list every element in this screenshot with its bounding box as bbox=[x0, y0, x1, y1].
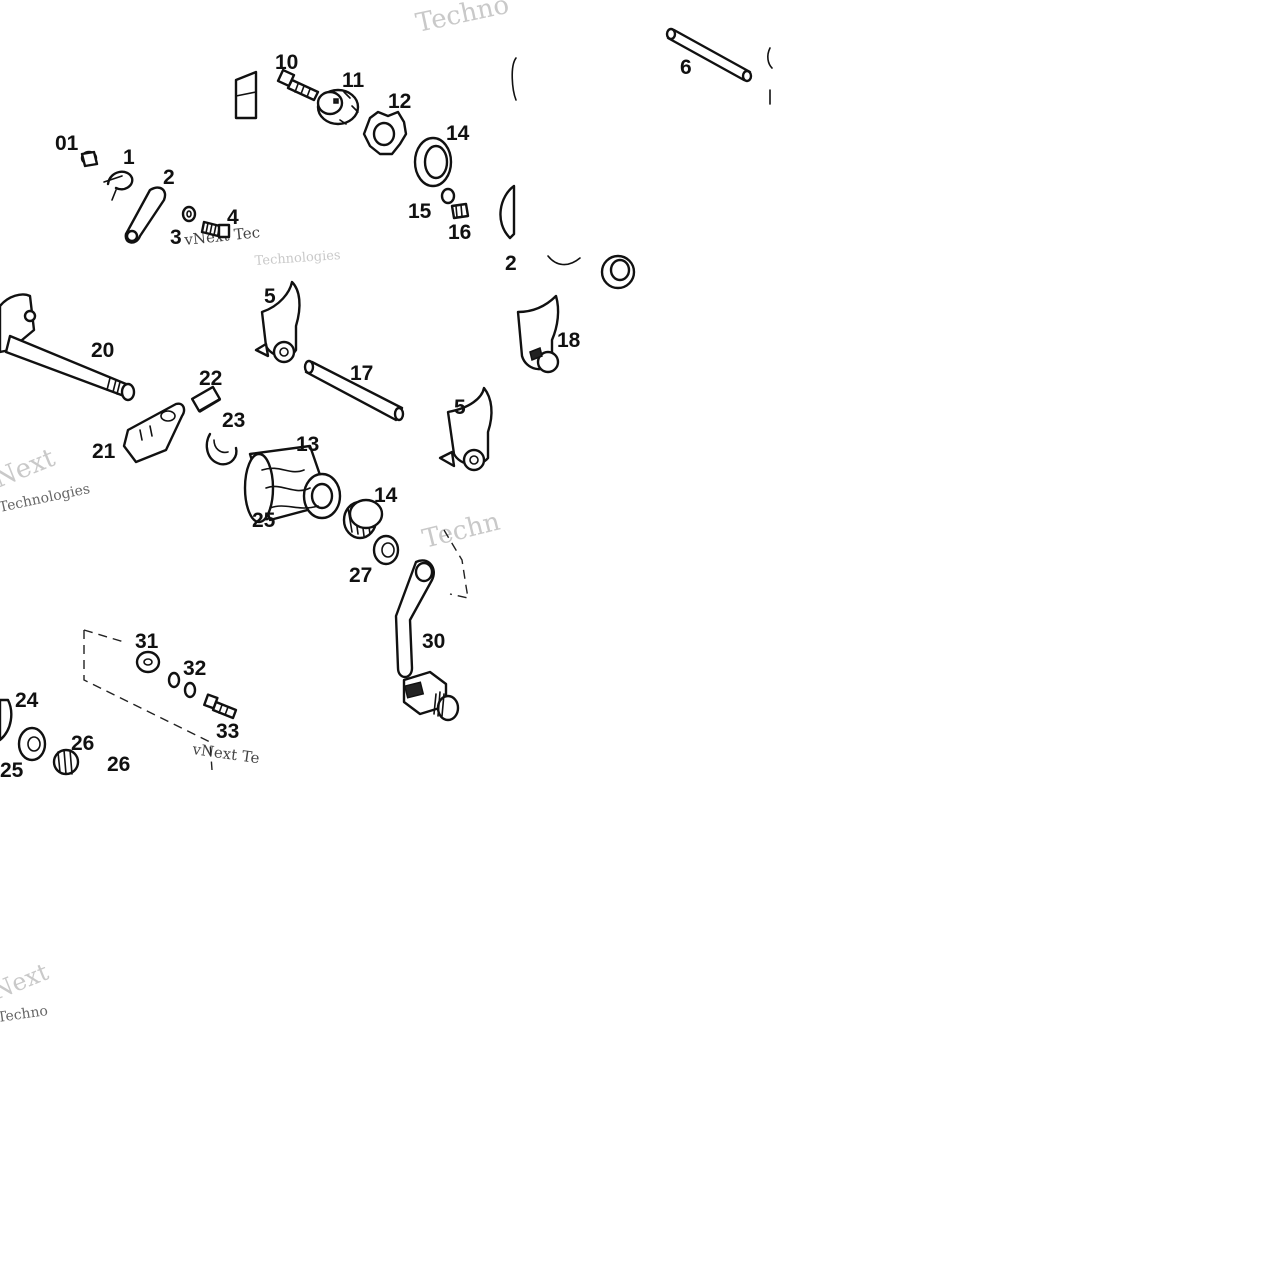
watermark-text: Next bbox=[0, 443, 60, 495]
callout-30: 30 bbox=[422, 630, 445, 653]
part-31-washer bbox=[135, 650, 161, 674]
part-33-bolt bbox=[203, 693, 238, 720]
guide-line-lever bbox=[443, 529, 469, 599]
callout-26-right: 26 bbox=[107, 753, 130, 776]
part-15-washer bbox=[440, 187, 456, 205]
watermark-text: Techn bbox=[419, 507, 503, 555]
part-5-shift-fork-lower bbox=[438, 386, 493, 472]
part-32-rings bbox=[167, 671, 197, 699]
part-22-spring bbox=[190, 385, 222, 413]
watermark-text: Next bbox=[0, 958, 53, 1006]
callout-27: 27 bbox=[349, 564, 372, 587]
callout-5-upper: 5 bbox=[264, 285, 276, 308]
part-26-needle-bearing bbox=[52, 748, 80, 776]
callout-3: 3 bbox=[170, 226, 182, 249]
part-21-plate bbox=[122, 402, 186, 464]
part-16-screw bbox=[450, 202, 470, 220]
part-24-cover bbox=[0, 698, 47, 762]
callout-21: 21 bbox=[92, 440, 116, 463]
guide-line-bracket bbox=[83, 630, 213, 771]
callout-labels: 01 1 2 3 4 10 11 12 14 15 16 6 2 5 18 20… bbox=[0, 51, 692, 782]
callout-13: 13 bbox=[296, 433, 319, 456]
guide-line-bracket-top bbox=[83, 629, 125, 643]
part-12-star-plate bbox=[362, 110, 408, 156]
callout-31: 31 bbox=[135, 630, 159, 653]
callout-01: 01 bbox=[55, 132, 79, 155]
part-01-bushing bbox=[80, 150, 99, 168]
callout-16: 16 bbox=[448, 221, 471, 244]
part-30-shift-lever bbox=[394, 559, 460, 722]
part-4-bolt bbox=[200, 220, 231, 239]
callout-32: 32 bbox=[183, 657, 206, 680]
callout-12: 12 bbox=[388, 90, 411, 113]
part-20-shift-shaft bbox=[0, 293, 136, 402]
part-10-bolt bbox=[276, 68, 320, 102]
part-14-seal-top bbox=[413, 136, 453, 188]
callout-5-lower: 5 bbox=[454, 396, 466, 419]
part-23-clip bbox=[205, 432, 238, 466]
part-1-spring bbox=[103, 170, 134, 201]
callout-15: 15 bbox=[408, 200, 432, 223]
callout-2-right: 2 bbox=[505, 252, 517, 275]
callout-33: 33 bbox=[216, 720, 239, 743]
callout-2: 2 bbox=[163, 166, 175, 189]
bracket-fragment-top bbox=[234, 70, 258, 120]
callout-10: 10 bbox=[275, 51, 298, 74]
part-3-washer bbox=[181, 205, 197, 223]
watermark-text: vNext Te bbox=[190, 740, 260, 767]
callout-26-left: 26 bbox=[71, 732, 94, 755]
callout-4: 4 bbox=[227, 206, 239, 229]
callout-25-lower: 25 bbox=[0, 759, 24, 782]
part-17-fork-rod bbox=[303, 359, 405, 422]
watermark-text: Techno bbox=[0, 1003, 49, 1026]
watermark-text: Techno bbox=[413, 0, 512, 39]
part-11-shift-drum-star bbox=[316, 88, 360, 126]
callout-23: 23 bbox=[222, 409, 245, 432]
callout-17: 17 bbox=[350, 362, 373, 385]
part-18-shift-fork bbox=[516, 294, 560, 374]
part-6-pin bbox=[665, 27, 753, 83]
part-fragment-right bbox=[499, 47, 773, 290]
callout-14-lower: 14 bbox=[374, 484, 398, 507]
part-2-lever bbox=[124, 186, 167, 244]
callout-18: 18 bbox=[557, 329, 581, 352]
watermark-text: Technologies bbox=[254, 248, 341, 269]
part-5-shift-fork-upper bbox=[254, 280, 301, 364]
part-27-washer bbox=[372, 534, 400, 566]
callout-14-top: 14 bbox=[446, 122, 470, 145]
part-13-shift-drum bbox=[243, 444, 342, 524]
callout-1: 1 bbox=[123, 146, 135, 169]
callout-22: 22 bbox=[199, 367, 222, 390]
part-14-needle-bearing bbox=[342, 498, 384, 540]
callout-24: 24 bbox=[15, 689, 39, 712]
callout-25-upper: 25 bbox=[252, 509, 276, 532]
callout-6: 6 bbox=[680, 56, 692, 79]
callout-20: 20 bbox=[91, 339, 114, 362]
callout-11: 11 bbox=[342, 69, 365, 92]
